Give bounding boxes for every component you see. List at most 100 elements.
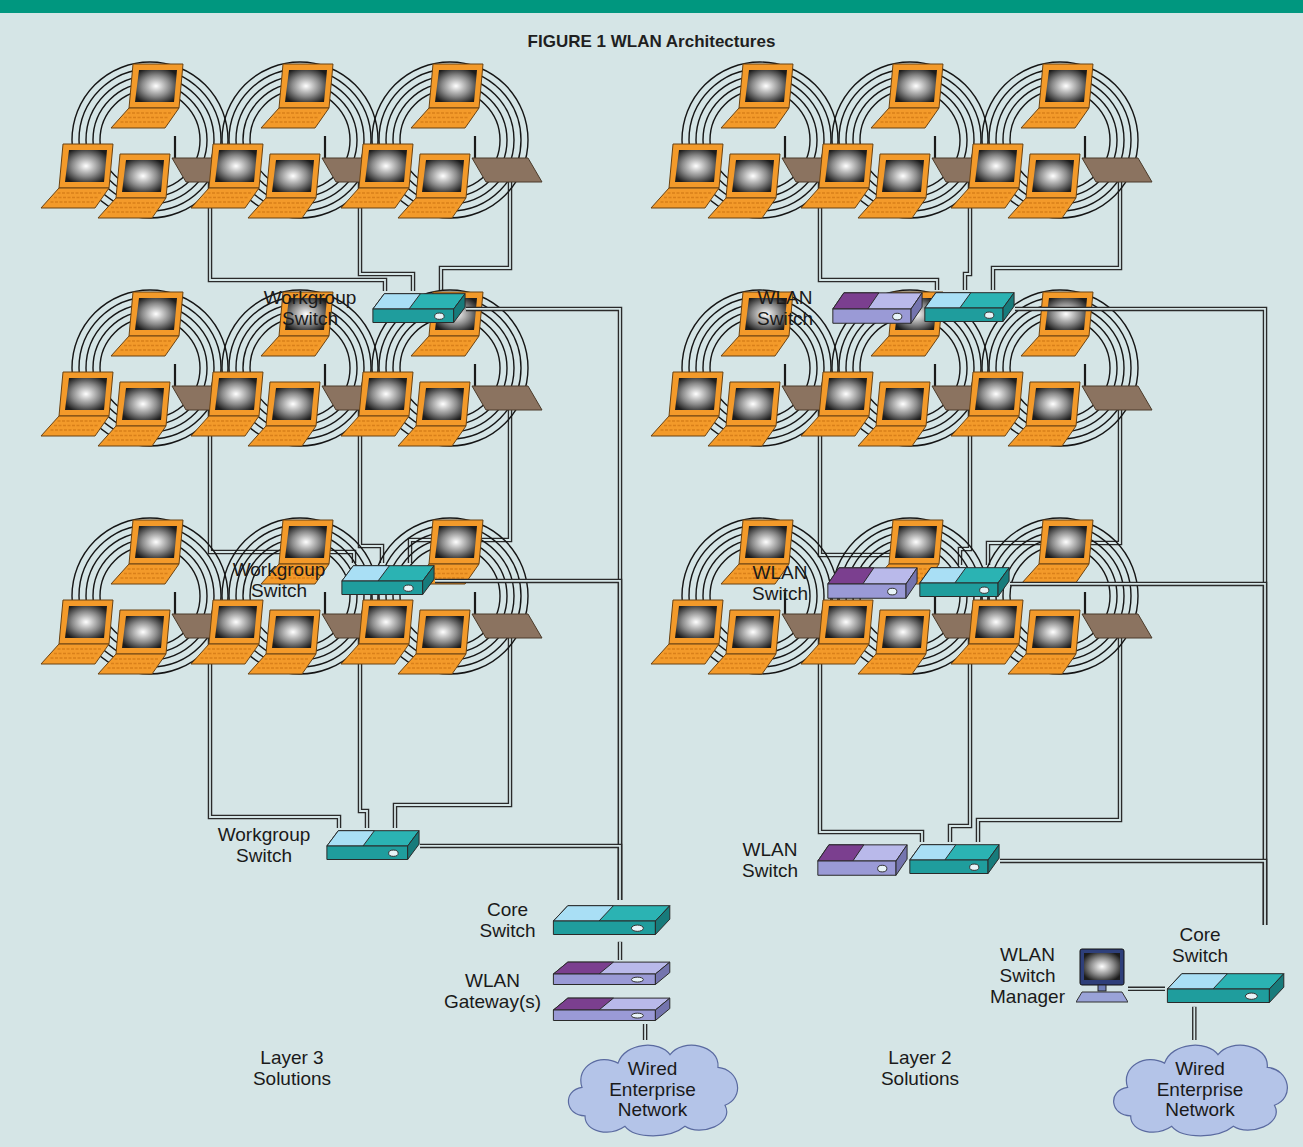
keyboard-row bbox=[725, 658, 769, 660]
laptop-lid bbox=[669, 372, 723, 416]
keyboard-row bbox=[811, 429, 855, 431]
core-switch: Core Switch bbox=[1165, 925, 1285, 1007]
device-lens bbox=[404, 585, 414, 591]
keyboard-row bbox=[124, 345, 168, 347]
device-lens bbox=[631, 925, 643, 931]
keyboard-row bbox=[115, 202, 159, 204]
laptop-lid bbox=[129, 292, 183, 336]
keyboard-row bbox=[278, 112, 322, 114]
laptop-screen bbox=[422, 160, 464, 192]
keyboard-row bbox=[261, 435, 305, 437]
keyboard-row bbox=[208, 648, 252, 650]
laptop-lid bbox=[969, 372, 1023, 416]
laptop-screen bbox=[745, 526, 787, 558]
laptop-base bbox=[721, 336, 789, 356]
laptop-lid bbox=[359, 372, 413, 416]
ap-antenna bbox=[784, 364, 786, 386]
keyboard-row bbox=[424, 345, 468, 347]
switch-icon bbox=[1165, 971, 1285, 1007]
access-point bbox=[472, 614, 542, 638]
device-face bbox=[327, 831, 375, 846]
wlan-switch: WLAN Switch bbox=[740, 563, 1010, 605]
laptop-screen bbox=[422, 616, 464, 648]
cable-inner bbox=[1015, 309, 1265, 925]
laptop-base bbox=[721, 108, 789, 128]
device-face bbox=[910, 845, 999, 860]
keyboard-row bbox=[968, 648, 1012, 650]
laptop-lid bbox=[669, 144, 723, 188]
device-face bbox=[828, 584, 906, 598]
laptop-screen bbox=[65, 378, 107, 410]
device-face bbox=[553, 906, 613, 921]
laptop-base bbox=[708, 426, 776, 446]
keyboard-row bbox=[968, 192, 1012, 194]
section-label: Layer 3 Solutions bbox=[242, 1048, 342, 1090]
device-face bbox=[553, 962, 613, 974]
cable-inner bbox=[644, 1024, 646, 1040]
laptop-screen bbox=[825, 606, 867, 638]
keyboard-row bbox=[121, 349, 165, 351]
node-label: WLAN Switch bbox=[730, 840, 810, 882]
cable-outer bbox=[1015, 309, 1265, 925]
keyboard-row bbox=[261, 663, 305, 665]
laptop-lid bbox=[669, 600, 723, 644]
switch-icon bbox=[551, 903, 671, 939]
access-point bbox=[472, 158, 542, 182]
device-lens bbox=[1245, 993, 1257, 999]
keyboard-row bbox=[265, 658, 309, 660]
monitor bbox=[1080, 949, 1124, 985]
keyboard-row bbox=[204, 653, 248, 655]
keyboard-row bbox=[51, 657, 95, 659]
keyboard-row bbox=[721, 207, 765, 209]
laptop-screen bbox=[732, 160, 774, 192]
cable-inner bbox=[210, 638, 339, 828]
cable-group bbox=[210, 182, 510, 291]
laptop-screen bbox=[1045, 526, 1087, 558]
device-face bbox=[1167, 973, 1227, 988]
keyboard-row bbox=[725, 202, 769, 204]
keyboard-row bbox=[734, 345, 778, 347]
cable-outer bbox=[435, 581, 620, 900]
keyboard-row bbox=[428, 340, 472, 342]
device-face bbox=[655, 906, 669, 935]
cable-outer bbox=[618, 942, 623, 960]
keyboard-row bbox=[408, 667, 452, 669]
device-stack bbox=[551, 960, 671, 1024]
keyboard-row bbox=[108, 211, 152, 213]
keyboard-row bbox=[964, 425, 1008, 427]
laptop-lid bbox=[1026, 610, 1080, 654]
keyboard-row bbox=[964, 653, 1008, 655]
ap-antenna bbox=[1084, 592, 1086, 614]
laptop-screen bbox=[122, 160, 164, 192]
laptop-lid bbox=[59, 600, 113, 644]
cable-inner bbox=[1000, 861, 1265, 925]
keyboard-row bbox=[58, 648, 102, 650]
keyboard-row bbox=[1034, 345, 1078, 347]
laptop-base bbox=[708, 654, 776, 674]
monitor-stand bbox=[1098, 985, 1106, 991]
ap-antenna bbox=[324, 364, 326, 386]
laptop-base bbox=[651, 188, 719, 208]
keyboard-row bbox=[871, 435, 915, 437]
keyboard-row bbox=[661, 429, 705, 431]
keyboard-row bbox=[668, 420, 712, 422]
keyboard-row bbox=[428, 112, 472, 114]
keyboard-row bbox=[351, 657, 395, 659]
keyboard-row bbox=[58, 420, 102, 422]
laptop-screen bbox=[1045, 70, 1087, 102]
ap-antenna bbox=[784, 136, 786, 158]
laptop-screen bbox=[675, 378, 717, 410]
keyboard-row bbox=[421, 121, 465, 123]
laptop-screen bbox=[365, 378, 407, 410]
cable-outer bbox=[1192, 1007, 1197, 1040]
keyboard-row bbox=[961, 429, 1005, 431]
laptop-lid bbox=[359, 600, 413, 644]
keyboard-row bbox=[124, 117, 168, 119]
laptop-lid bbox=[129, 520, 183, 564]
device-face bbox=[342, 566, 434, 581]
network-link bbox=[1128, 988, 1165, 989]
laptop-base bbox=[858, 426, 926, 446]
laptop-lid bbox=[279, 64, 333, 108]
laptop-screen bbox=[1032, 616, 1074, 648]
device-lens bbox=[888, 588, 897, 595]
